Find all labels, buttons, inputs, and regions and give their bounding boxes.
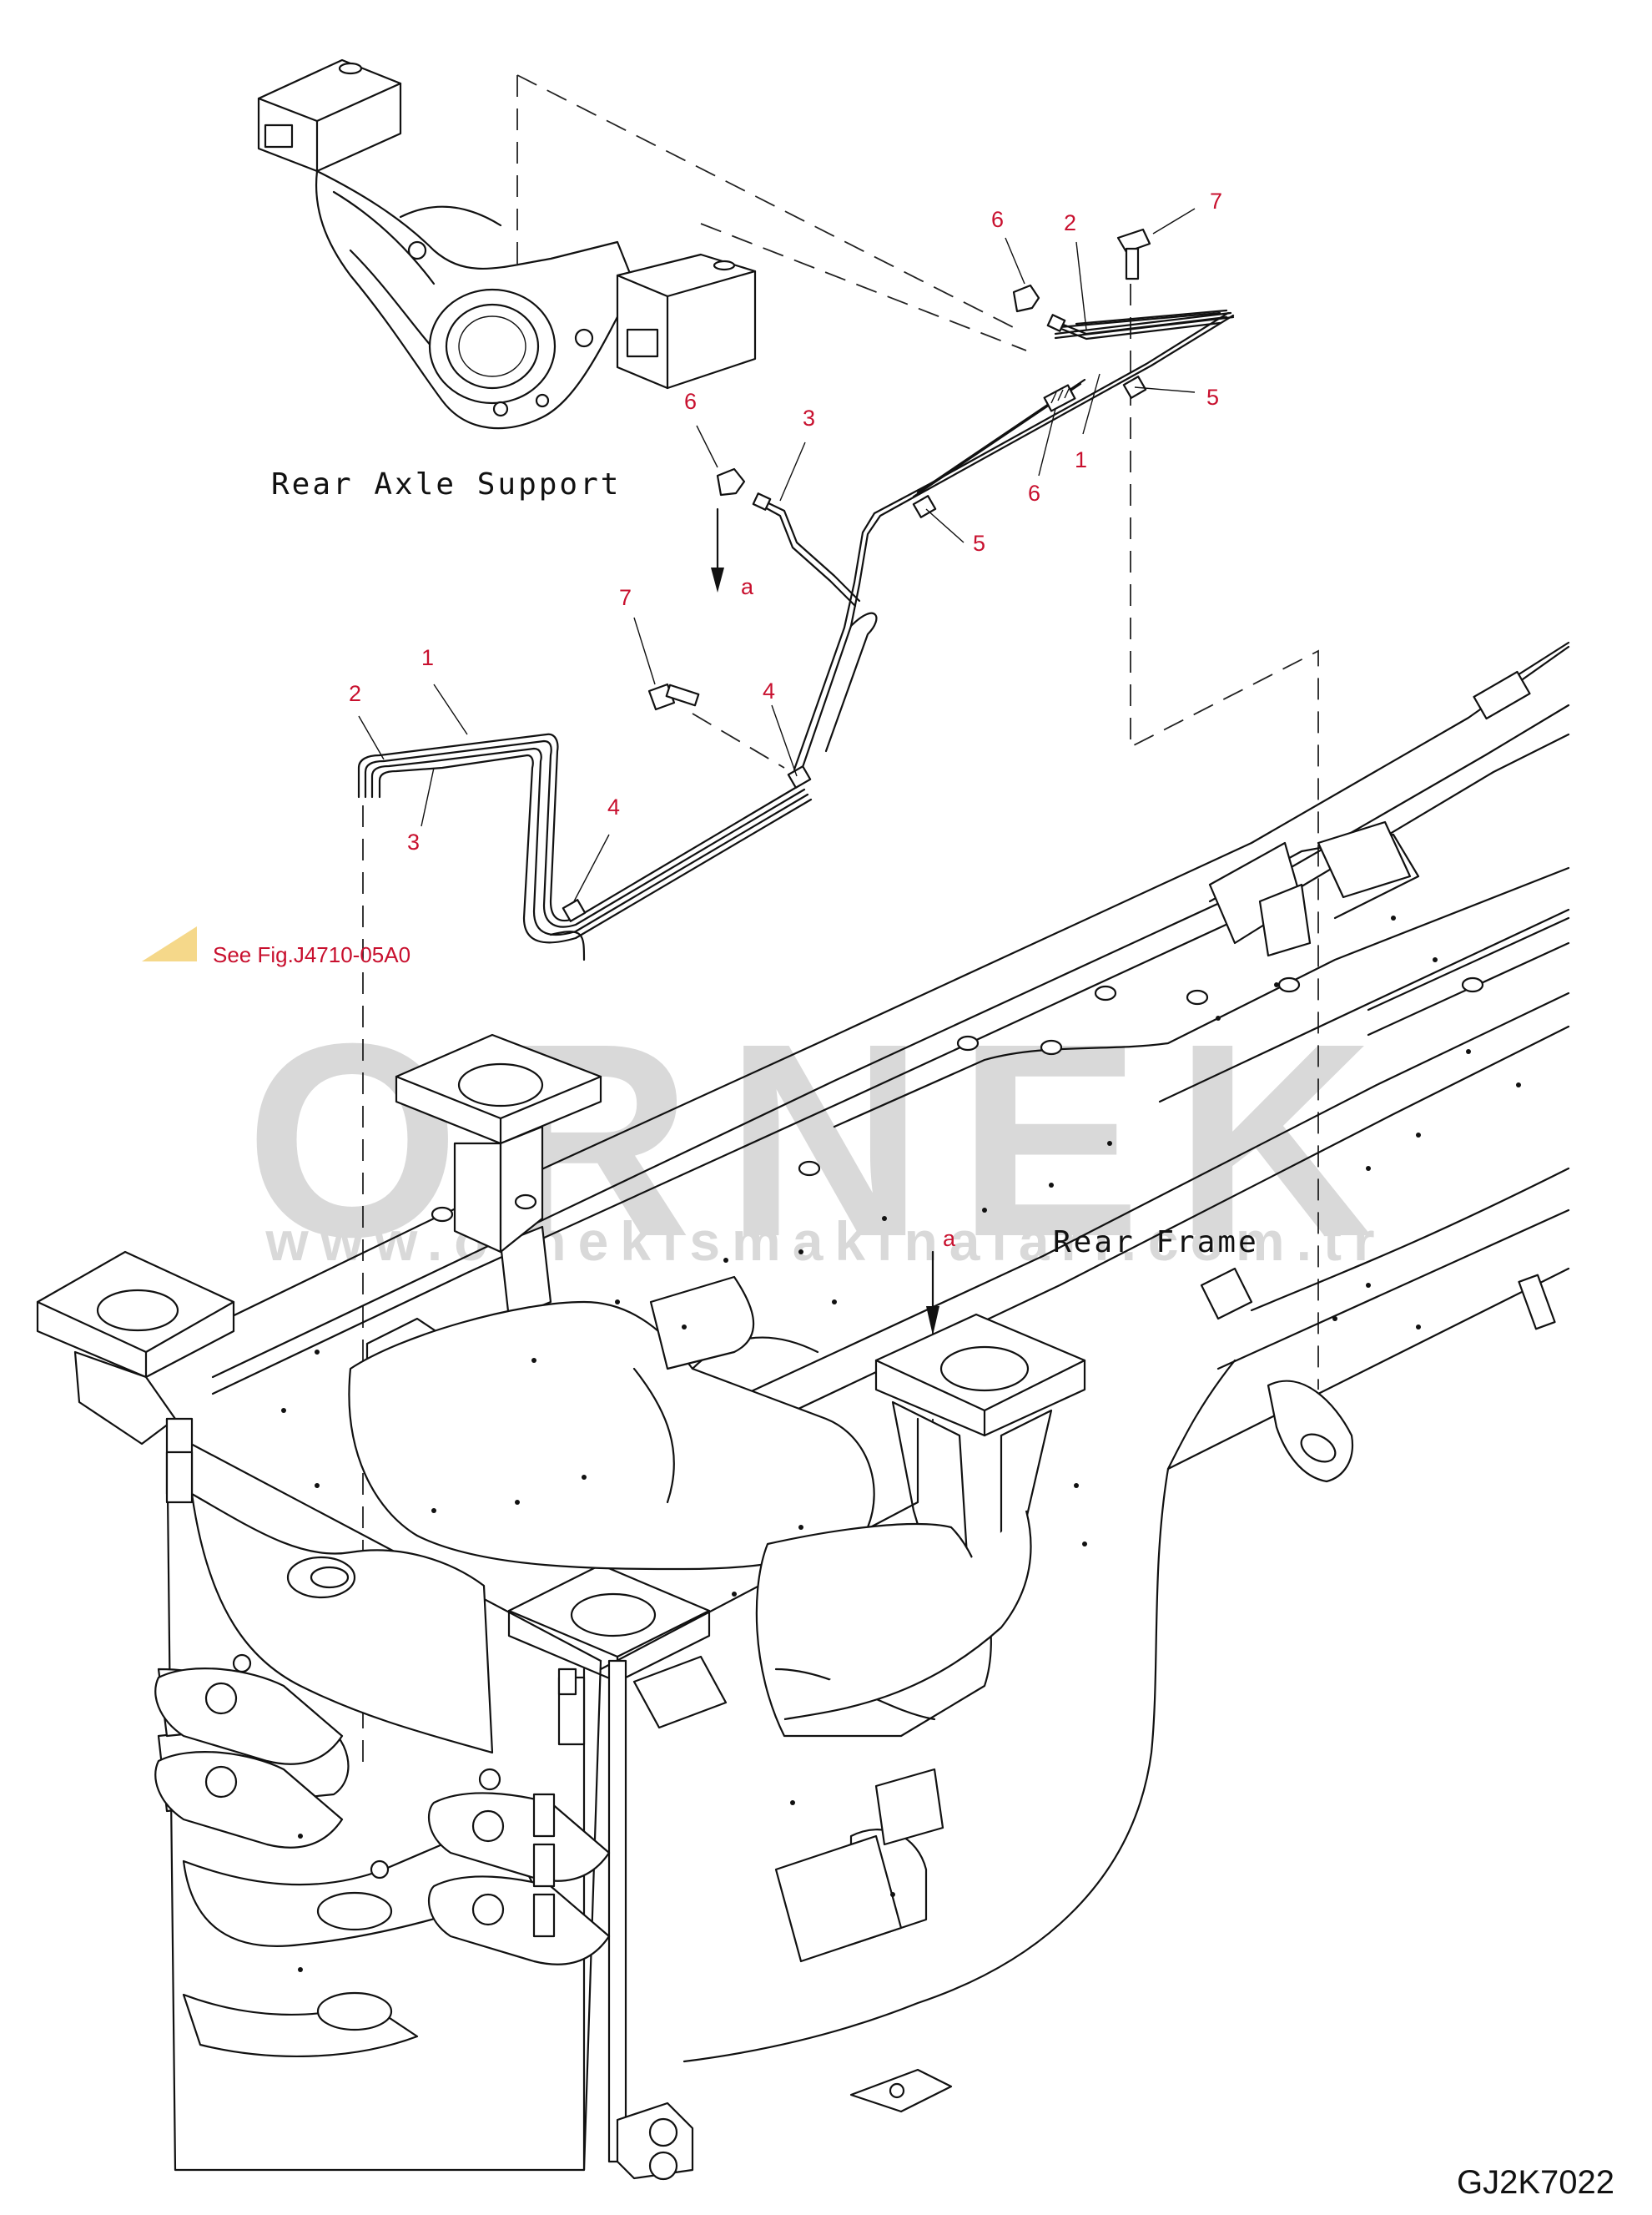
- callout-6-top: 6: [991, 207, 1004, 232]
- callout-1-left: 1: [421, 645, 434, 670]
- callout-3-top: 3: [803, 406, 815, 431]
- rear-frame: Rear Frame: [36, 641, 1570, 2181]
- rear-axle-support: Rear Axle Support: [257, 58, 757, 502]
- see-fig-marker: [142, 926, 197, 961]
- watermark-brand: ORNEK: [245, 986, 1407, 1294]
- arrow-label-a-lower: a: [943, 1226, 956, 1251]
- watermark: ORNEK www.ornekismakinalari.com.tr: [245, 986, 1407, 1294]
- rear-frame-label: Rear Frame: [1053, 1225, 1259, 1259]
- arrow-label-a-upper: a: [741, 574, 754, 599]
- callout-2-left: 2: [349, 681, 361, 706]
- callout-6-left: 6: [684, 389, 697, 414]
- watermark-url: www.ornekismakinalari.com.tr: [264, 1210, 1386, 1272]
- callout-4-mid: 4: [763, 679, 775, 704]
- callout-1-top: 1: [1075, 447, 1087, 472]
- callouts: 6 2 7 5 1 6 6 3 5 7 1 2 4 3 4 a a: [349, 189, 1222, 1251]
- rear-axle-support-label: Rear Axle Support: [271, 467, 621, 502]
- drawing-code: GJ2K7022: [1457, 2164, 1614, 2201]
- callout-5-mid: 5: [973, 531, 985, 556]
- callout-7-top: 7: [1210, 189, 1222, 214]
- callout-leaders: [358, 208, 1196, 902]
- see-fig-reference[interactable]: See Fig.J4710-05A0: [142, 926, 410, 967]
- tube-routing-upper: [647, 228, 1235, 774]
- callout-5-top: 5: [1206, 385, 1219, 410]
- callout-6-mid: 6: [1028, 481, 1040, 506]
- callout-4-left: 4: [607, 795, 620, 820]
- tube-routing-lower: [357, 733, 813, 944]
- callout-3-left: 3: [407, 830, 420, 855]
- callout-2-top: 2: [1064, 210, 1076, 235]
- see-fig-label[interactable]: See Fig.J4710-05A0: [213, 942, 410, 967]
- callout-7-left: 7: [619, 585, 632, 610]
